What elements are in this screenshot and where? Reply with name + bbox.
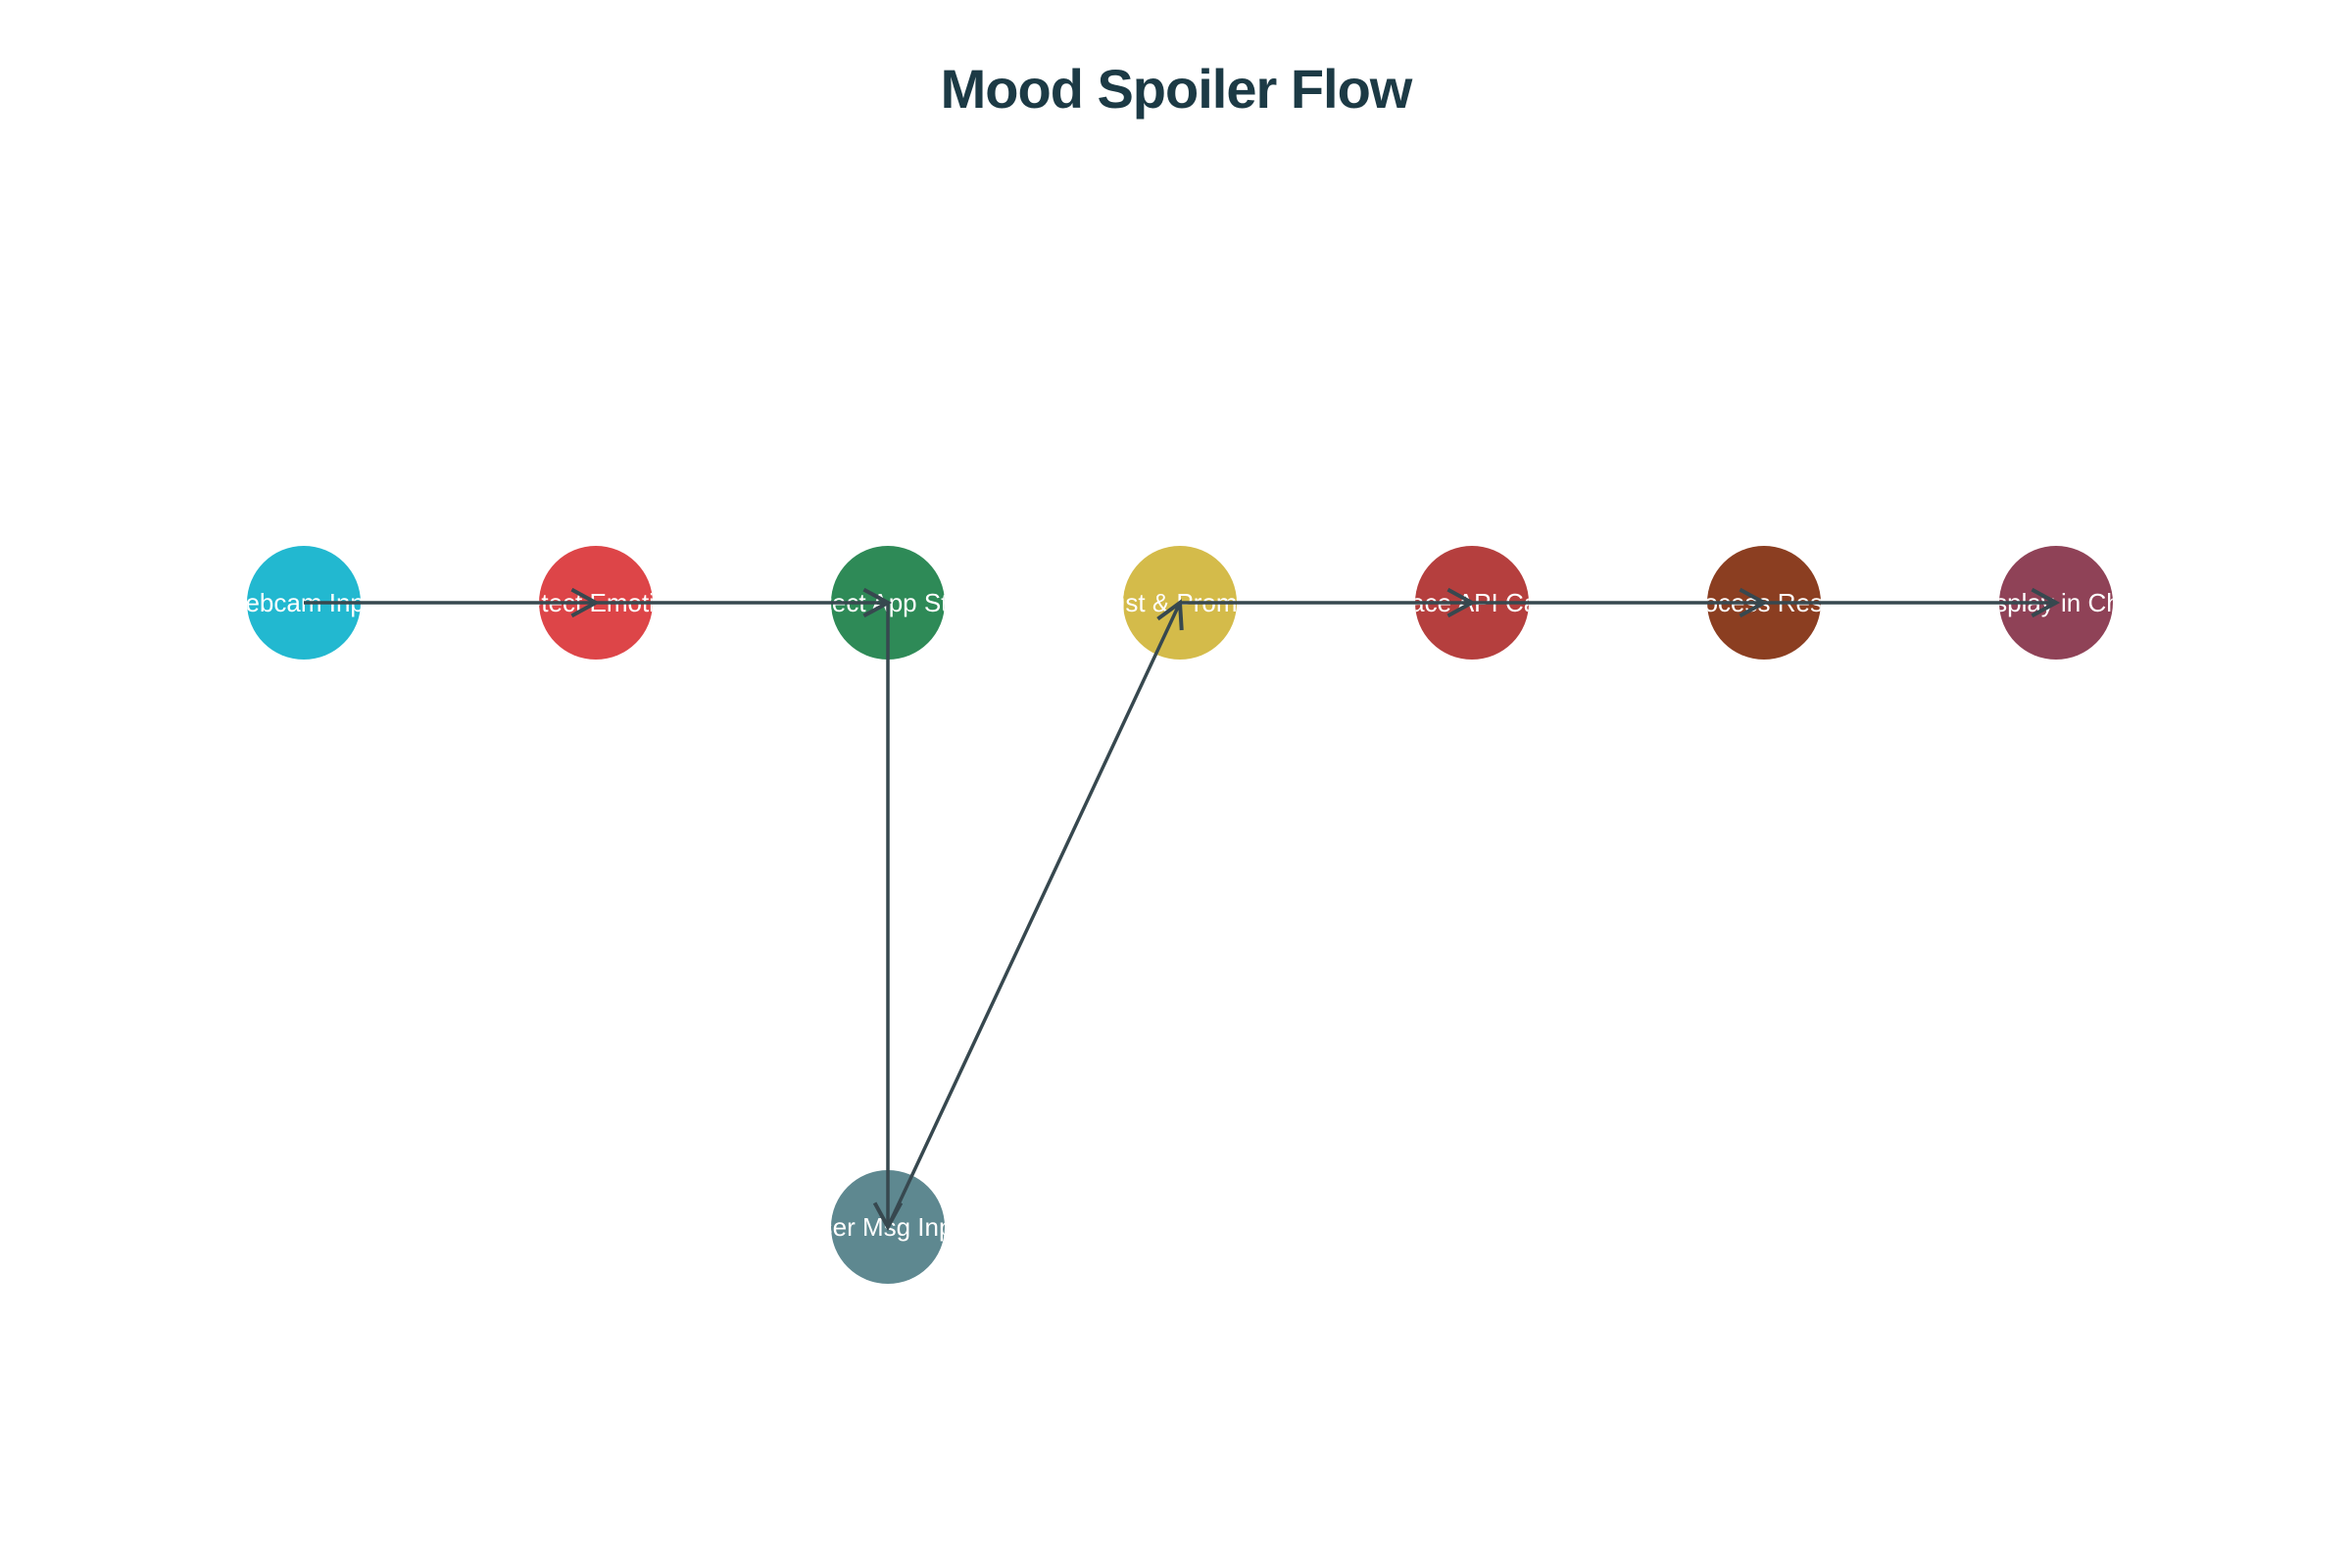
edge-process-to-display [1764, 587, 2061, 618]
arrowhead-icon [2031, 587, 2061, 618]
edge-usermsg-to-history [886, 599, 1184, 1228]
diagram-title: Mood Spoiler Flow [940, 58, 1413, 120]
edges [304, 587, 2061, 1232]
edge-line [886, 602, 1182, 1228]
edge-appstate-to-usermsg [872, 603, 904, 1232]
